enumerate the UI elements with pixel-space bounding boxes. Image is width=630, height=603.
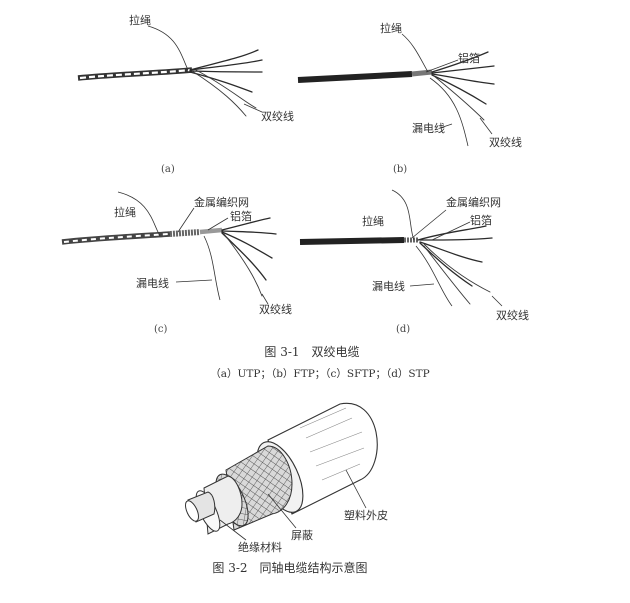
- rip-cord-b: [401, 33, 429, 73]
- label-twisted-pair-d: 双绞线: [496, 308, 529, 322]
- panel-label-a: (a): [161, 164, 175, 175]
- leader-foil-b: [425, 59, 459, 73]
- panel-c: 拉绳 金属编织网 铝箔 漏电线 双绞线 (c): [61, 191, 292, 335]
- braid-c: [169, 229, 201, 237]
- leader-foil-d: [431, 221, 471, 241]
- leader-twisted-d: [491, 295, 503, 307]
- leader-insulation: [219, 519, 247, 541]
- coax-jacket-texture: [299, 407, 365, 481]
- twisted-pairs-c: [221, 217, 277, 297]
- label-twisted-pair-c: 双绞线: [259, 302, 292, 316]
- label-rip-cord-d: 拉绳: [362, 214, 384, 228]
- label-braid-c: 金属编织网: [194, 195, 249, 209]
- twisted-pairs-b: [431, 51, 495, 121]
- label-rip-cord-b: 拉绳: [380, 21, 402, 35]
- leader-twisted-c: [261, 293, 269, 305]
- leader-braid-d: [411, 209, 447, 239]
- label-drain-wire-c: 漏电线: [136, 276, 169, 290]
- leader-braid-c: [177, 207, 195, 233]
- leader-jacket: [345, 469, 367, 509]
- leader-shield: [267, 493, 297, 529]
- label-jacket: 塑料外皮: [344, 508, 388, 522]
- coax-conductor-end: [185, 500, 199, 522]
- leader-drain-c: [175, 279, 213, 283]
- cable-body-a-inner: [79, 68, 191, 80]
- rip-cord-a: [147, 25, 189, 71]
- leader-foil-c: [207, 217, 229, 231]
- label-drain-wire-b: 漏电线: [412, 121, 445, 135]
- figure2-caption: 图 3-2 同轴电缆结构示意图: [212, 560, 367, 575]
- rip-cord-d: [391, 189, 415, 241]
- label-foil-b: 铝箔: [458, 51, 480, 65]
- panel-label-b: (b): [393, 164, 407, 175]
- label-foil-d: 铝箔: [470, 213, 492, 227]
- cable-body-c-inner: [63, 233, 169, 243]
- panel-d: 拉绳 金属编织网 铝箔 漏电线 双绞线 (d): [299, 189, 529, 335]
- drain-wire-b: [429, 77, 469, 147]
- panel-label-c: (c): [154, 324, 168, 335]
- label-insulation: 绝缘材料: [238, 540, 282, 554]
- label-twisted-pair-b: 双绞线: [489, 135, 522, 149]
- cable-body-d: [299, 237, 405, 245]
- panel-b: 拉绳 铝箔 漏电线 双绞线 (b): [297, 21, 522, 175]
- label-braid-d: 金属编织网: [446, 195, 501, 209]
- label-rip-cord-a: 拉绳: [129, 13, 151, 27]
- label-rip-cord-c: 拉绳: [114, 205, 136, 219]
- cable-body-c: [61, 231, 171, 245]
- label-foil-c: 铝箔: [230, 209, 252, 223]
- drain-wire-d: [415, 245, 453, 307]
- label-twisted-pair-a: 双绞线: [261, 109, 294, 123]
- label-drain-wire-d: 漏电线: [372, 279, 405, 293]
- cable-body-b: [297, 71, 413, 83]
- foil-b: [411, 69, 433, 77]
- panel-label-d: (d): [396, 324, 410, 335]
- coax-diagram: 绝缘材料 屏蔽 塑料外皮: [185, 402, 388, 554]
- leader-drain-b: [439, 123, 453, 129]
- figure1-caption: 图 3-1 双绞电缆: [264, 344, 359, 359]
- label-shield: 屏蔽: [291, 529, 313, 542]
- foil-c: [199, 227, 223, 235]
- twisted-pairs-d: [417, 225, 493, 305]
- figure1-subcaption: （a）UTP；（b）FTP；（c）SFTP；（d）STP: [210, 368, 429, 380]
- leader-drain-d: [409, 283, 435, 287]
- panel-a: 拉绳 双绞线 (a): [77, 13, 294, 175]
- drain-wire-c: [203, 235, 221, 301]
- rip-cord-c: [117, 191, 161, 237]
- twisted-pairs-a: [189, 49, 263, 117]
- leader-twisted-b: [479, 117, 493, 135]
- leader-twisted-a: [243, 103, 263, 113]
